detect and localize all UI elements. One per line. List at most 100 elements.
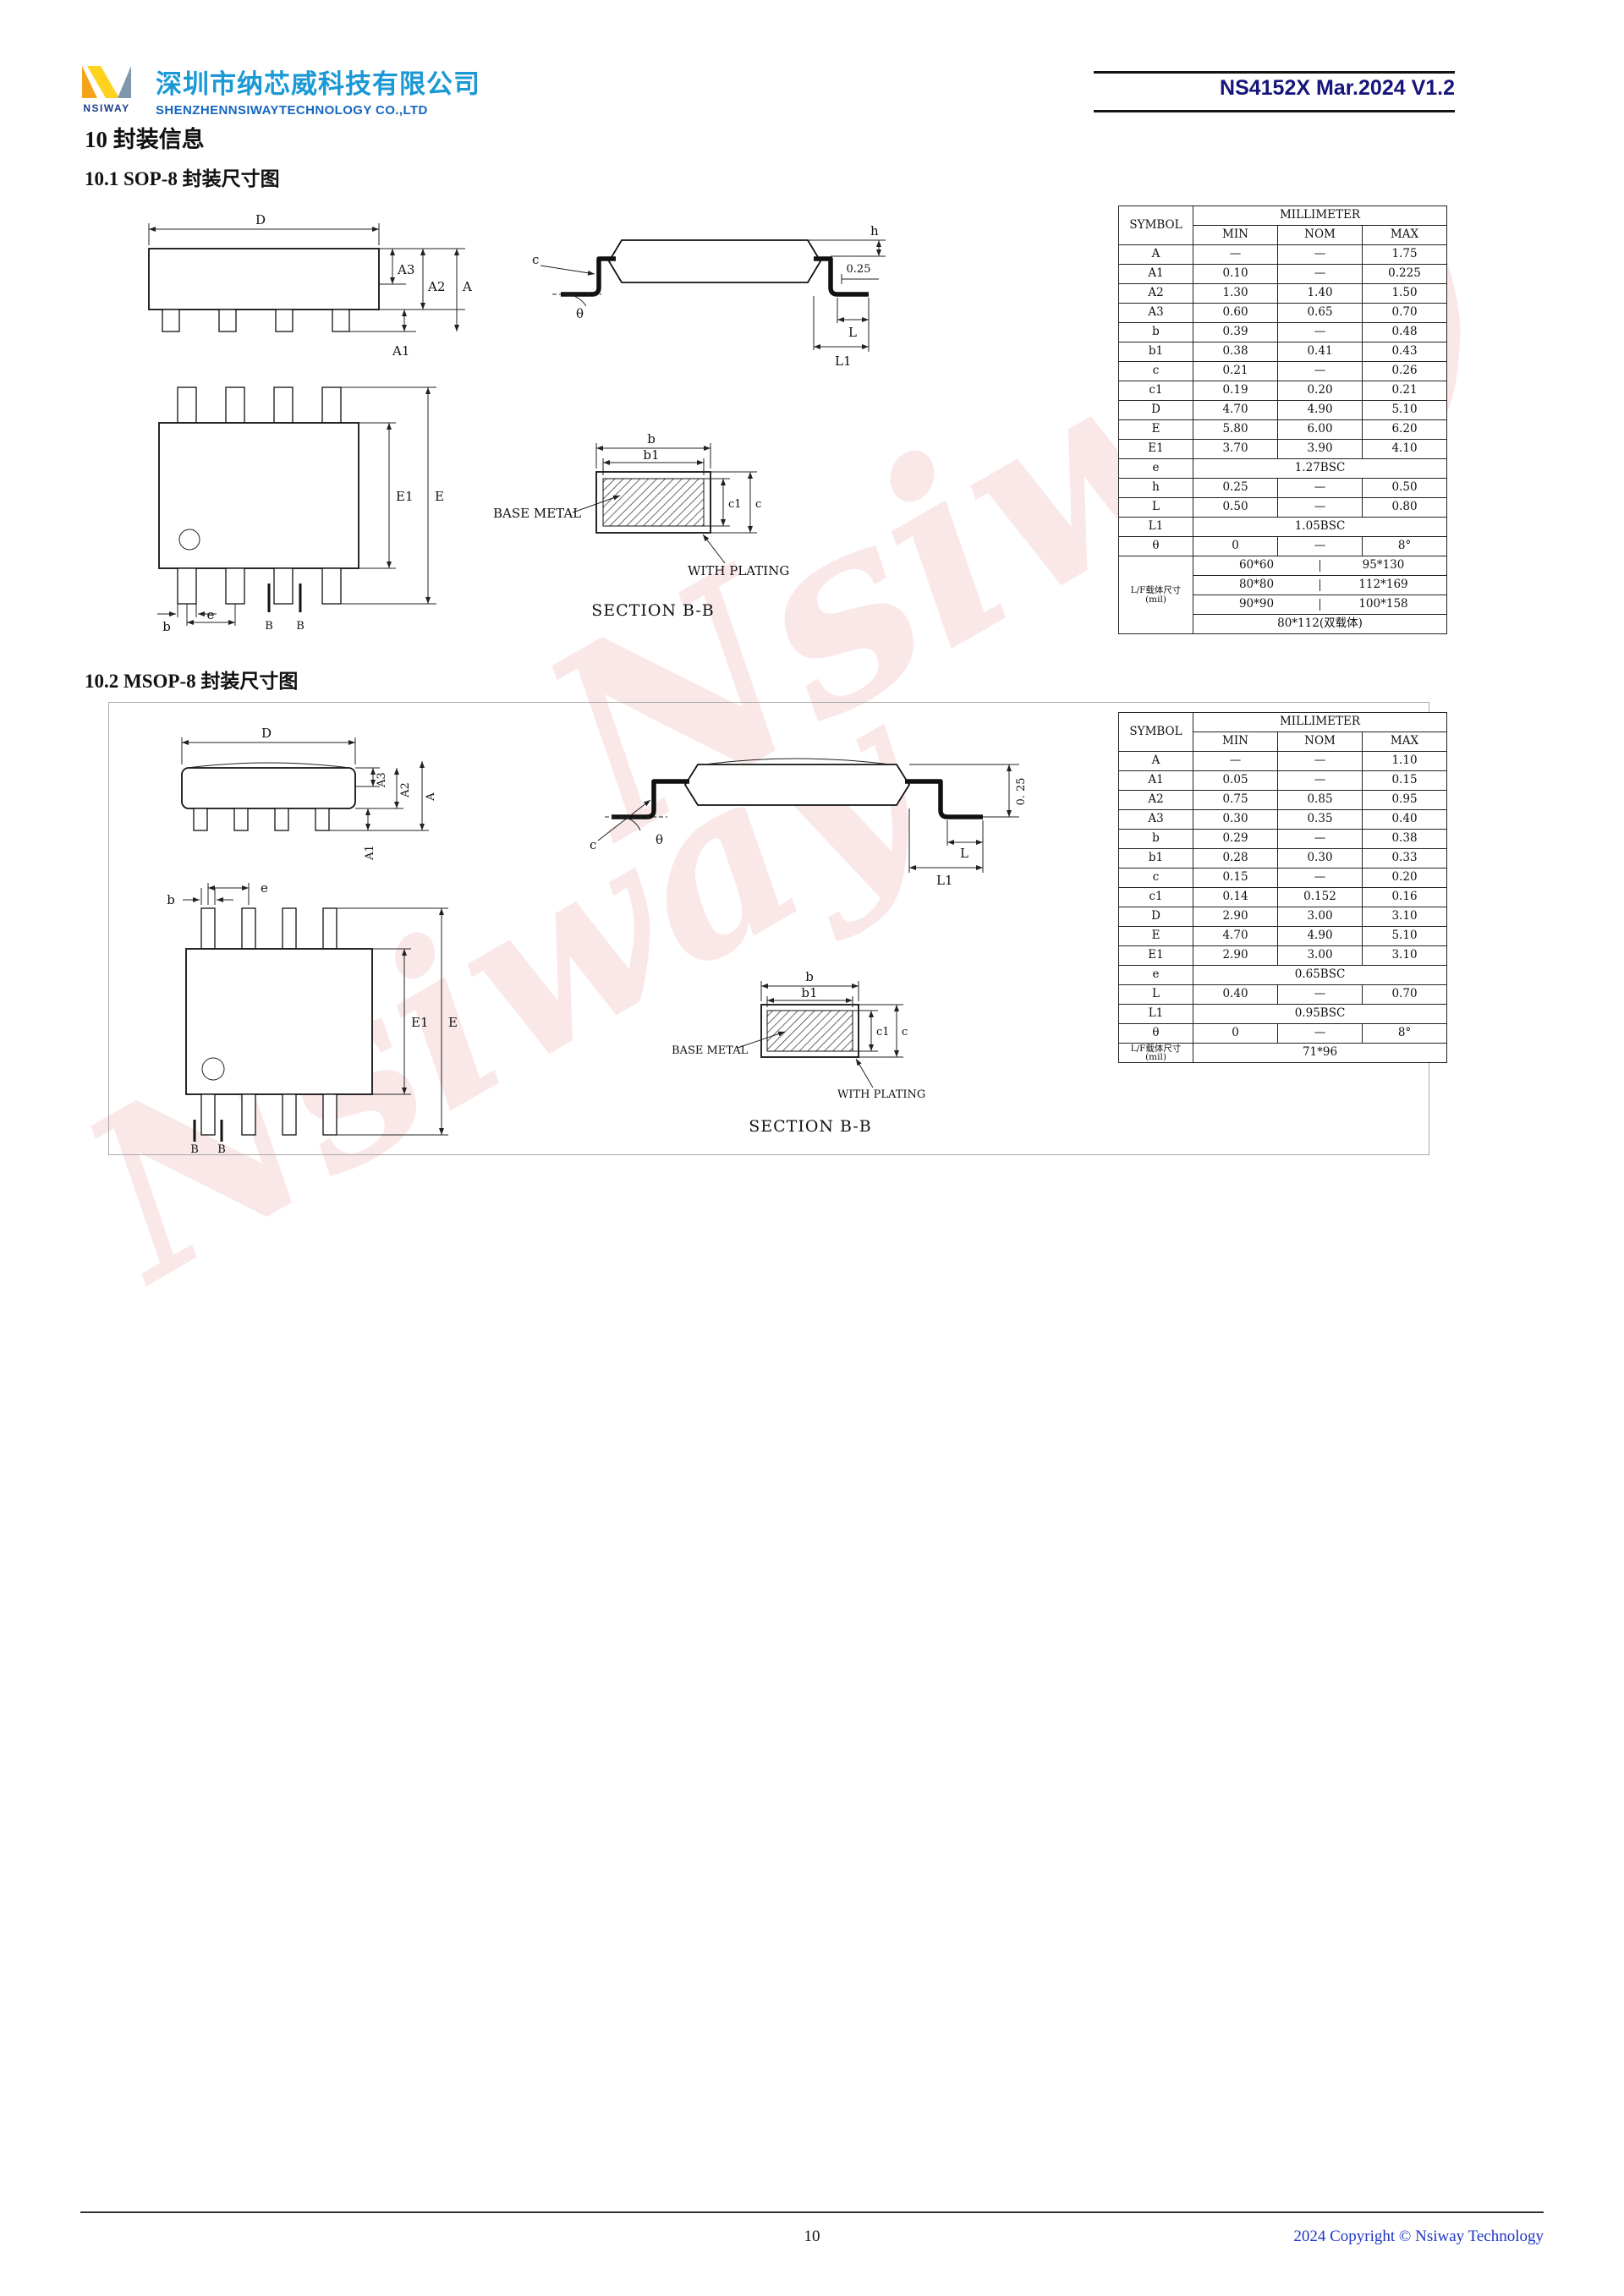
col-header-nom: NOM [1277,225,1363,245]
sop8-side-view-drawing: c θ h 0.25 L L1 [532,223,886,369]
dimension-lines [181,737,429,831]
base-metal-label: BASE METAL [672,1044,749,1057]
dim-label-E: E [448,1015,458,1030]
gullwing-lead-left [561,256,616,297]
cell-sym: b1 [1118,848,1193,869]
cell-max: 0.33 [1362,848,1447,869]
col-header-max: MAX [1362,732,1447,752]
cell-min: 0.14 [1193,887,1278,907]
pin1-marker [201,1057,225,1081]
header-rule-top [1094,71,1455,74]
table-header-row: SYMBOL MILLIMETER [1118,205,1447,245]
gullwing-lead-right [905,779,983,819]
dim-label-b: b [805,969,814,984]
cell-sym: A3 [1118,809,1193,830]
package-body [148,248,380,310]
dim-label-L1: L1 [835,353,852,369]
cell-nom: 0.41 [1277,342,1363,362]
col-header-nom: NOM [1277,732,1363,752]
cell-sym: b [1118,322,1193,342]
cell-max: 8° [1362,1023,1447,1044]
cell-max: 0.21 [1362,381,1447,401]
base-metal-region [766,1010,853,1052]
cell-min: 5.80 [1193,419,1278,440]
cell-sym: L [1118,984,1193,1005]
dim-label-theta: θ [656,832,663,847]
dimension-lines [597,764,1019,873]
cell-min: 0.05 [1193,770,1278,791]
package-leads [193,808,330,831]
cell-nom: — [1277,361,1363,381]
dimension-lines [540,239,886,352]
lf-last-row: 80*112(双载体) [1193,614,1447,634]
cell-nom: — [1277,244,1363,265]
dim-label-b: b [167,892,175,907]
table-row: 80*112(双载体) [1119,614,1447,634]
dim-label-A2: A2 [399,782,412,798]
cell-sym: L [1118,497,1193,518]
package-pins-top [177,386,342,424]
subsection-title-sop8: 10.1 SOP-8 封装尺寸图 [85,168,280,189]
package-body [607,239,822,283]
cell-sym: L1 [1118,1004,1193,1024]
col-header-symbol: SYMBOL [1118,205,1193,245]
cell-min: 0.28 [1193,848,1278,869]
lf-carrier-unit: (mil) [1145,594,1166,605]
package-pins-bottom [200,1093,337,1136]
cell-span-value: 0.95BSC [1193,1004,1447,1024]
dim-label-A: A [425,792,437,802]
msop8-front-view-drawing: D A3 A2 A A1 [181,726,437,861]
cell-sym: E [1118,419,1193,440]
cell-sym: c [1118,868,1193,888]
lf-left: 90*90 [1193,599,1320,611]
section-mark-B: B [265,620,273,633]
cell-sym: b1 [1118,342,1193,362]
body-dome-line [704,758,891,765]
cell-sym: θ [1118,1023,1193,1044]
section-title: 10 封装信息 [85,127,205,152]
cell-sym: A2 [1118,283,1193,304]
base-metal-label: BASE METAL [493,506,581,521]
cell-nom: 6.00 [1277,419,1363,440]
section-bb-label: SECTION B-B [591,601,715,620]
cell-nom: 3.00 [1277,907,1363,927]
dimension-lines [183,883,448,1142]
cell-nom: — [1277,868,1363,888]
cell-max: 0.70 [1362,984,1447,1005]
company-name-block: 深圳市纳芯威科技有限公司 SHENZHENNSIWAYTECHNOLOGY CO… [156,63,480,118]
lf-carrier-label: L/F载体尺寸 (mil) [1118,556,1193,634]
lf-carrier-unit: (mil) [1145,1052,1166,1062]
dimension-lines [572,443,757,564]
cell-max: 6.20 [1362,419,1447,440]
cell-nom: 3.90 [1277,439,1363,459]
logo-triangle-orange [82,66,97,98]
company-name-cn: 深圳市纳芯威科技有限公司 [156,69,480,100]
cell-sym: E1 [1118,439,1193,459]
cell-min: 0.60 [1193,303,1278,323]
lf-carrier-text: L/F载体尺寸 [1130,1043,1182,1054]
cell-min: 0.10 [1193,264,1278,284]
cell-min: — [1193,244,1278,265]
col-header-symbol: SYMBOL [1118,712,1193,752]
cell-max: 4.10 [1362,439,1447,459]
dim-label-A3: A3 [397,262,414,277]
cell-nom: — [1277,497,1363,518]
package-pins-bottom [177,567,342,605]
dim-label-E1: E1 [396,489,414,504]
header-rule-bottom [1094,110,1455,112]
cell-min: 0.29 [1193,829,1278,849]
cell-max: 8° [1362,536,1447,556]
col-header-min: MIN [1193,732,1278,752]
cell-span-value: 1.05BSC [1193,517,1447,537]
cell-sym: c [1118,361,1193,381]
